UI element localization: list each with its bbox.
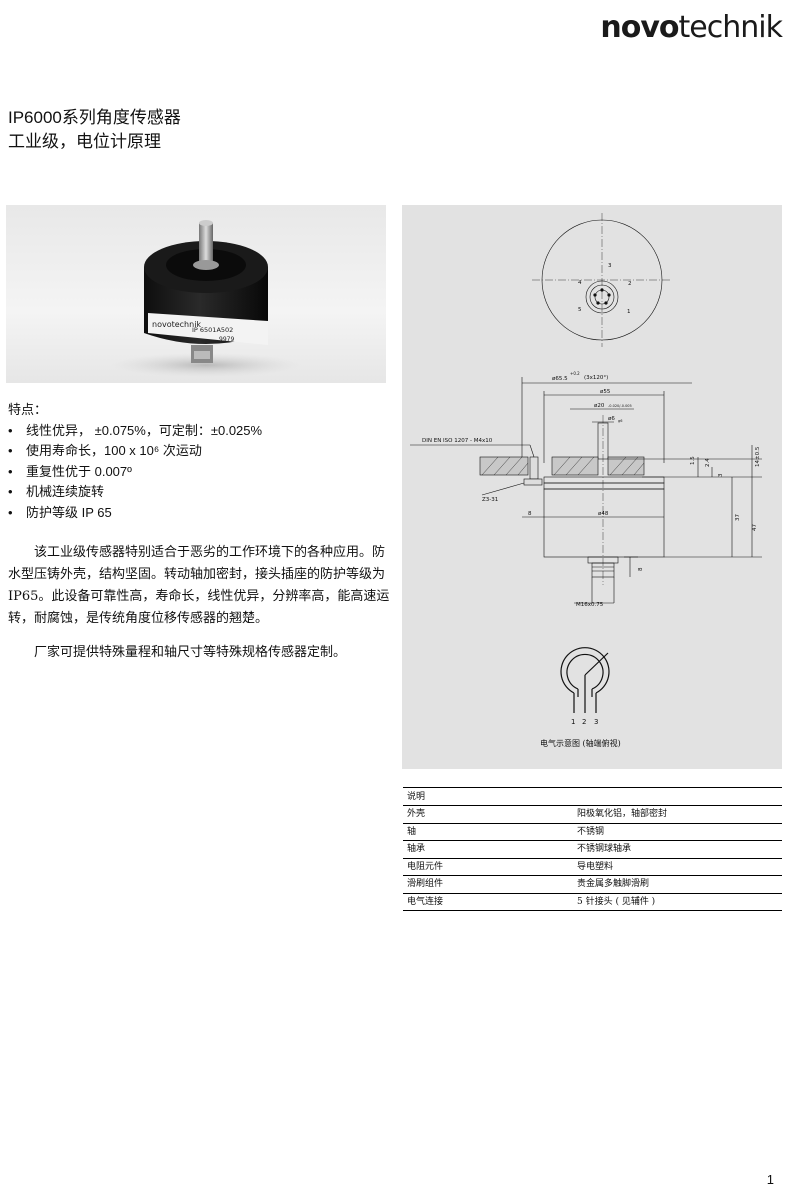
pin-label: 3 xyxy=(608,263,612,269)
dim-label: g6 xyxy=(618,419,622,423)
pin-label: 1 xyxy=(627,309,631,315)
brand-logo-bold: novo xyxy=(600,10,679,45)
sensor-image: novotechnik IP 6501A502 9979 xyxy=(111,220,301,377)
spec-label: 电阻元件 xyxy=(407,861,444,872)
spec-value: 不锈钢球轴承 xyxy=(577,844,632,854)
spec-value: 导电塑料 xyxy=(577,861,614,872)
dim-label: ø20 xyxy=(594,403,605,409)
dim-label: M16x0.75 xyxy=(576,602,604,608)
dim-label: ø48 xyxy=(598,511,609,517)
page-number: 1 xyxy=(766,1172,774,1187)
table-row: 轴 不锈钢 xyxy=(403,824,782,841)
circuit-caption: 电气示意图 (轴端俯视) xyxy=(540,738,621,748)
table-row: 轴承 不锈钢球轴承 xyxy=(403,841,782,859)
product-photo: novotechnik IP 6501A502 9979 xyxy=(6,205,386,383)
technical-drawing: 1 2 3 4 5 ø65.5 +0.2 (3x120°) ø55 ø20 xyxy=(402,205,782,769)
features-heading: 特点： xyxy=(8,402,48,417)
spec-value: 5 针接头 ( 见辅件 ) xyxy=(577,896,656,907)
dim-label: DIN EN ISO 1207 - M4x10 xyxy=(422,438,493,444)
spec-value: 不锈钢 xyxy=(577,826,605,837)
table-row: 电阻元件 导电塑料 xyxy=(403,859,782,876)
dim-label: 2.4 xyxy=(705,458,711,467)
dim-label: 1.5 xyxy=(690,456,696,465)
feature-item: 重复性优于 0.007º xyxy=(8,462,388,483)
circuit-pin-label: 1 xyxy=(571,718,575,726)
features-list: 线性优异， ±0.075%，可定制：±0.025% 使用寿命长，100 x 10… xyxy=(8,421,388,524)
dim-label: 3 xyxy=(718,473,724,477)
dim-label: Z3-31 xyxy=(482,497,498,503)
pin-label: 4 xyxy=(578,280,582,286)
pin-label: 5 xyxy=(578,307,582,313)
spec-value: 贵金属多触脚滑刷 xyxy=(577,879,650,889)
brand-logo: novotechnik xyxy=(600,10,783,46)
dim-label: 8 xyxy=(528,511,532,517)
photo-label-serial: 9979 xyxy=(219,336,234,343)
spec-table-header: 说明 xyxy=(403,788,782,806)
dim-label: 37 xyxy=(735,514,741,521)
spec-label: 外壳 xyxy=(407,809,426,819)
description: 该工业级传感器特别适合于恶劣的工作环境下的各种应用。防水型压铸外壳，结构坚固。转… xyxy=(8,542,390,664)
table-row: 外壳 阳极氧化铝，轴部密封 xyxy=(403,806,782,824)
feature-item: 线性优异， ±0.075%，可定制：±0.025% xyxy=(8,421,388,442)
dim-label: +0.2 xyxy=(570,371,580,376)
spec-table: 说明 外壳 阳极氧化铝，轴部密封 轴 不锈钢 轴承 不锈钢球轴承 电阻元件 导电… xyxy=(403,787,782,911)
dim-label: -0.020/-0.005 xyxy=(608,404,632,408)
dim-label: (3x120°) xyxy=(584,375,608,381)
spec-value: 阳极氧化铝，轴部密封 xyxy=(577,809,668,819)
dim-label: 47 xyxy=(752,524,758,531)
top-view: 1 2 3 4 5 xyxy=(532,213,672,347)
drawing-svg: 1 2 3 4 5 ø65.5 +0.2 (3x120°) ø55 ø20 xyxy=(410,213,762,748)
table-row: 电气连接 5 针接头 ( 见辅件 ) xyxy=(403,894,782,911)
title-line-1: IP6000系列角度传感器 xyxy=(8,108,181,127)
dim-label: ø65.5 xyxy=(552,376,568,382)
dim-label: 14±0.5 xyxy=(755,446,761,467)
photo-label-text: IP 6501A502 xyxy=(192,326,233,334)
spec-label: 轴承 xyxy=(407,844,426,854)
brand-logo-light: technik xyxy=(678,10,783,45)
page-title: IP6000系列角度传感器 工业级，电位计原理 xyxy=(8,106,181,154)
feature-item: 使用寿命长，100 x 10⁶ 次运动 xyxy=(8,441,388,462)
circuit-pin-label: 3 xyxy=(594,718,598,726)
dim-label: 8 xyxy=(638,567,644,571)
dim-label: ø55 xyxy=(600,389,611,395)
dim-label: ø6 xyxy=(608,416,615,422)
feature-item: 防护等级 IP 65 xyxy=(8,503,388,524)
feature-item: 机械连续旋转 xyxy=(8,482,388,503)
features-section: 特点： 线性优异， ±0.075%，可定制：±0.025% 使用寿命长，100 … xyxy=(8,400,388,523)
description-paragraph-2: 厂家可提供特殊量程和轴尺寸等特殊规格传感器定制。 xyxy=(34,645,347,660)
spec-label: 电气连接 xyxy=(407,896,444,907)
circuit-diagram: 1 2 3 电气示意图 (轴端俯视) xyxy=(540,647,621,748)
photo-brand-mark: novotechnik xyxy=(152,320,201,329)
circuit-pin-label: 2 xyxy=(582,718,586,726)
description-paragraph-1: 该工业级传感器特别适合于恶劣的工作环境下的各种应用。防水型压铸外壳，结构坚固。转… xyxy=(8,545,390,626)
pin-label: 2 xyxy=(628,281,632,287)
title-line-2: 工业级，电位计原理 xyxy=(8,132,161,151)
spec-label: 滑刷组件 xyxy=(407,879,444,889)
table-row: 滑刷组件 贵金属多触脚滑刷 xyxy=(403,876,782,894)
side-view: ø65.5 +0.2 (3x120°) ø55 ø20 -0.020/-0.00… xyxy=(410,371,762,608)
spec-label: 轴 xyxy=(407,826,417,837)
